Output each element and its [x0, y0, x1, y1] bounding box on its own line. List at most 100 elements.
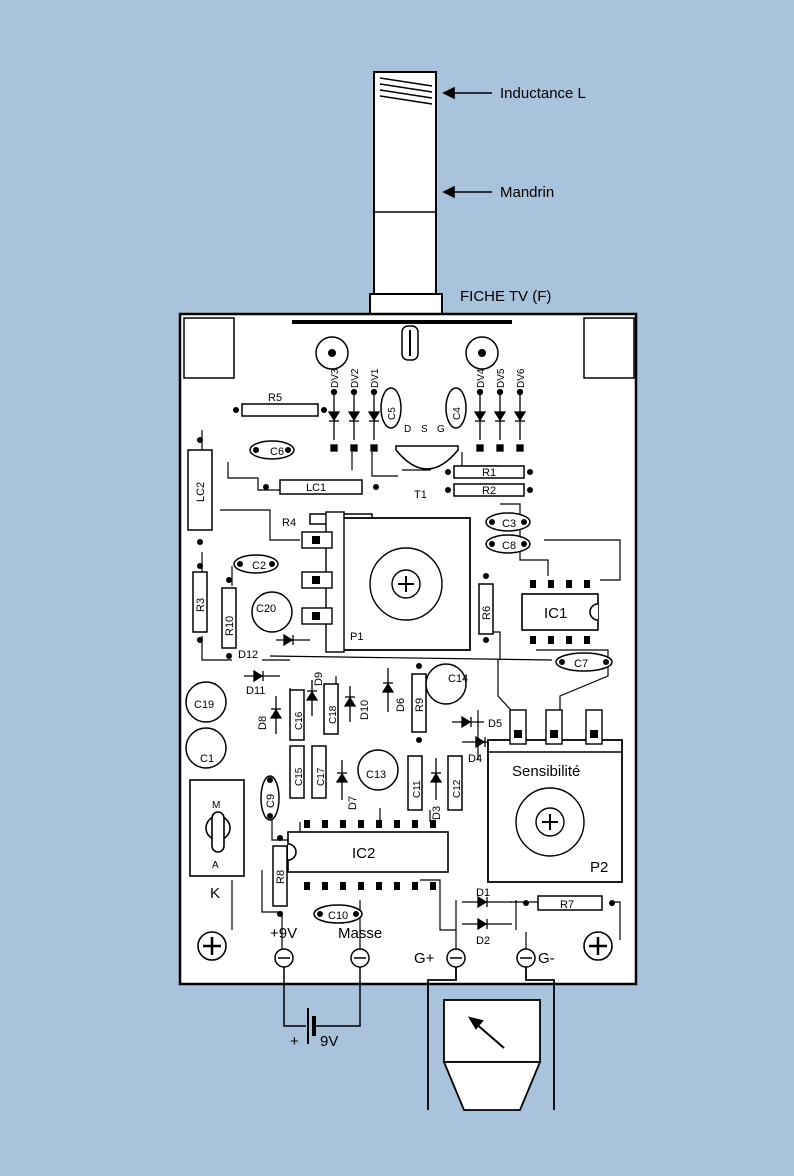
diodes	[244, 633, 512, 931]
lc1-label: LC1	[306, 482, 326, 494]
connector-pads	[315, 325, 499, 370]
pin-d-label: D	[404, 424, 411, 435]
d9-label: D9	[313, 672, 325, 686]
c2-label: C2	[252, 560, 266, 572]
gminus-label: G-	[538, 950, 555, 967]
p1-pins	[312, 536, 320, 620]
resistor-pads	[197, 407, 615, 917]
c8-label: C8	[502, 540, 516, 552]
dv2-label: DV2	[350, 368, 361, 388]
c20-label: C20	[256, 603, 276, 615]
switch-k-label: K	[210, 885, 220, 902]
r9-label: R9	[414, 698, 426, 712]
mounting-screw-icons	[197, 931, 613, 961]
dv5-label: DV5	[496, 368, 507, 388]
dv6-label: DV6	[516, 368, 527, 388]
c19-label: C19	[194, 699, 214, 711]
d1-label: D1	[476, 887, 490, 899]
d7-label: D7	[347, 796, 359, 810]
battery-plus-label: +	[290, 1033, 299, 1050]
d2-label: D2	[476, 935, 490, 947]
ic2-chip	[287, 831, 449, 873]
p1-label: P1	[350, 631, 363, 643]
sensibilite-label: Sensibilité	[512, 763, 580, 780]
c4-label: C4	[452, 407, 463, 420]
c14-label: C14	[448, 673, 468, 685]
p2-label: P2	[590, 859, 608, 876]
d12-label: D12	[238, 649, 258, 661]
d11-label: D11	[246, 685, 265, 697]
c6-label: C6	[270, 446, 284, 458]
mandrin-label: Mandrin	[500, 184, 554, 201]
plus9v-label: +9V	[270, 925, 297, 942]
d6-label: D6	[395, 698, 407, 712]
potentiometer-p1	[301, 511, 471, 653]
dv4-label: DV4	[476, 368, 487, 388]
c5-label: C5	[387, 407, 398, 420]
c9-label: C9	[265, 794, 277, 808]
dv1-label: DV1	[370, 368, 381, 388]
potentiometer-p2	[487, 709, 623, 883]
battery-label: 9V	[320, 1033, 338, 1050]
d5-label: D5	[488, 718, 502, 730]
dv3-label: DV3	[330, 368, 341, 388]
masse-label: Masse	[338, 925, 382, 942]
r1-label: R1	[482, 467, 496, 479]
meter-needle-icon	[467, 1016, 505, 1049]
r4-label: R4	[282, 517, 296, 529]
resistors	[187, 403, 603, 911]
c10-label: C10	[328, 910, 348, 922]
switch-a-label: A	[212, 860, 219, 871]
c3-label: C3	[502, 518, 516, 530]
c16-label: C16	[294, 711, 305, 730]
ic1-chip	[521, 593, 599, 631]
fiche-tv-label: FICHE TV (F)	[460, 288, 551, 305]
c13-label: C13	[366, 769, 386, 781]
transistor-t1	[380, 387, 467, 470]
r6-label: R6	[481, 606, 493, 620]
varicap-diodes	[327, 388, 527, 452]
ic1-label: IC1	[544, 605, 567, 622]
c12-label: C12	[452, 779, 463, 798]
r8-label: R8	[275, 870, 287, 884]
t1-label: T1	[414, 489, 427, 501]
r3-label: R3	[195, 598, 207, 612]
ic2-pins	[304, 820, 436, 890]
c11-label: C11	[412, 780, 423, 798]
terminal-pads	[274, 948, 536, 968]
p2-pins	[514, 730, 598, 738]
d10-label: D10	[359, 700, 371, 720]
corner-notch-left	[183, 317, 235, 379]
d8-label: D8	[257, 716, 269, 730]
ceramic-cap-pads	[237, 447, 609, 917]
ic2-label: IC2	[352, 845, 375, 862]
d3-label: D3	[431, 806, 443, 820]
mandrel-assembly	[369, 71, 443, 315]
ic1-pins	[530, 580, 590, 644]
r10-label: R10	[224, 616, 236, 636]
r7-label: R7	[560, 899, 574, 911]
switch-k	[189, 779, 245, 877]
r2-label: R2	[482, 485, 496, 497]
pin-s-label: S	[421, 424, 428, 435]
c1-label: C1	[200, 753, 214, 765]
inductance-label: Inductance L	[500, 85, 586, 102]
gplus-label: G+	[414, 950, 435, 967]
battery-wiring	[283, 967, 361, 1044]
c17-label: C17	[316, 767, 327, 786]
c18-label: C18	[328, 705, 339, 724]
lc2-label: LC2	[195, 482, 207, 502]
pin-g-label: G	[437, 424, 445, 435]
galvanometer	[427, 967, 555, 1111]
corner-notch-right	[583, 317, 635, 379]
pointer-arrows	[442, 86, 492, 199]
switch-m-label: M	[212, 800, 220, 811]
c7-label: C7	[574, 658, 588, 670]
ceramic-capacitors	[233, 440, 613, 924]
film-capacitors	[289, 683, 463, 811]
d4-label: D4	[468, 753, 482, 765]
c15-label: C15	[294, 767, 305, 786]
r5-label: R5	[268, 392, 282, 404]
electrolytic-capacitors	[185, 591, 467, 791]
